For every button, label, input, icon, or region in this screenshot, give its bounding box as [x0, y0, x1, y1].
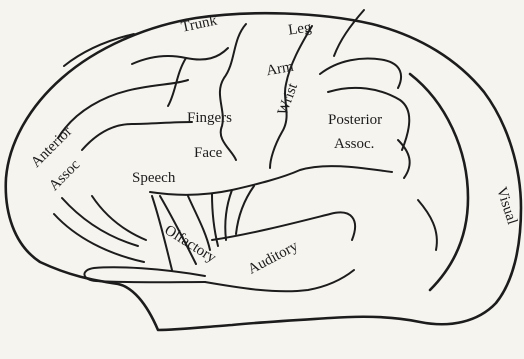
label-posterior: Posterior — [328, 112, 382, 128]
superior-frontal-sulcus — [58, 80, 188, 138]
superior-temporal-sulcus — [212, 212, 355, 240]
speech-line-6 — [236, 186, 254, 234]
speech-line-5 — [225, 190, 232, 240]
label-wrist: Wrist — [275, 80, 302, 117]
sylvian-fissure — [150, 166, 392, 195]
speech-line-4 — [212, 194, 218, 246]
label-trunk: Trunk — [180, 13, 219, 36]
olfactory-tract — [84, 267, 205, 282]
occipital-sulcus-1 — [398, 140, 410, 178]
central-sulcus — [220, 24, 246, 160]
label-visual: Visual — [493, 185, 520, 226]
label-auditory: Auditory — [245, 238, 301, 278]
brain-outline — [6, 13, 521, 330]
label-face: Face — [194, 145, 223, 161]
frontal-fibre-2 — [54, 214, 144, 262]
precentral-branch — [132, 48, 228, 64]
label-fingers: Fingers — [187, 110, 232, 126]
intraparietal-sulcus — [320, 59, 401, 88]
inferior-frontal-sulcus — [82, 122, 192, 150]
label-posterior-assoc: Assoc. — [334, 136, 374, 152]
label-anterior-assoc: Assoc — [46, 157, 83, 194]
occipital-sulcus-2 — [418, 200, 437, 250]
label-leg: Leg — [287, 19, 313, 38]
frontal-fibre-3 — [92, 196, 146, 240]
inner-contour — [410, 74, 468, 290]
label-arm: Arm — [265, 59, 295, 80]
temporal-base-groove — [205, 270, 354, 291]
label-speech: Speech — [132, 170, 176, 186]
